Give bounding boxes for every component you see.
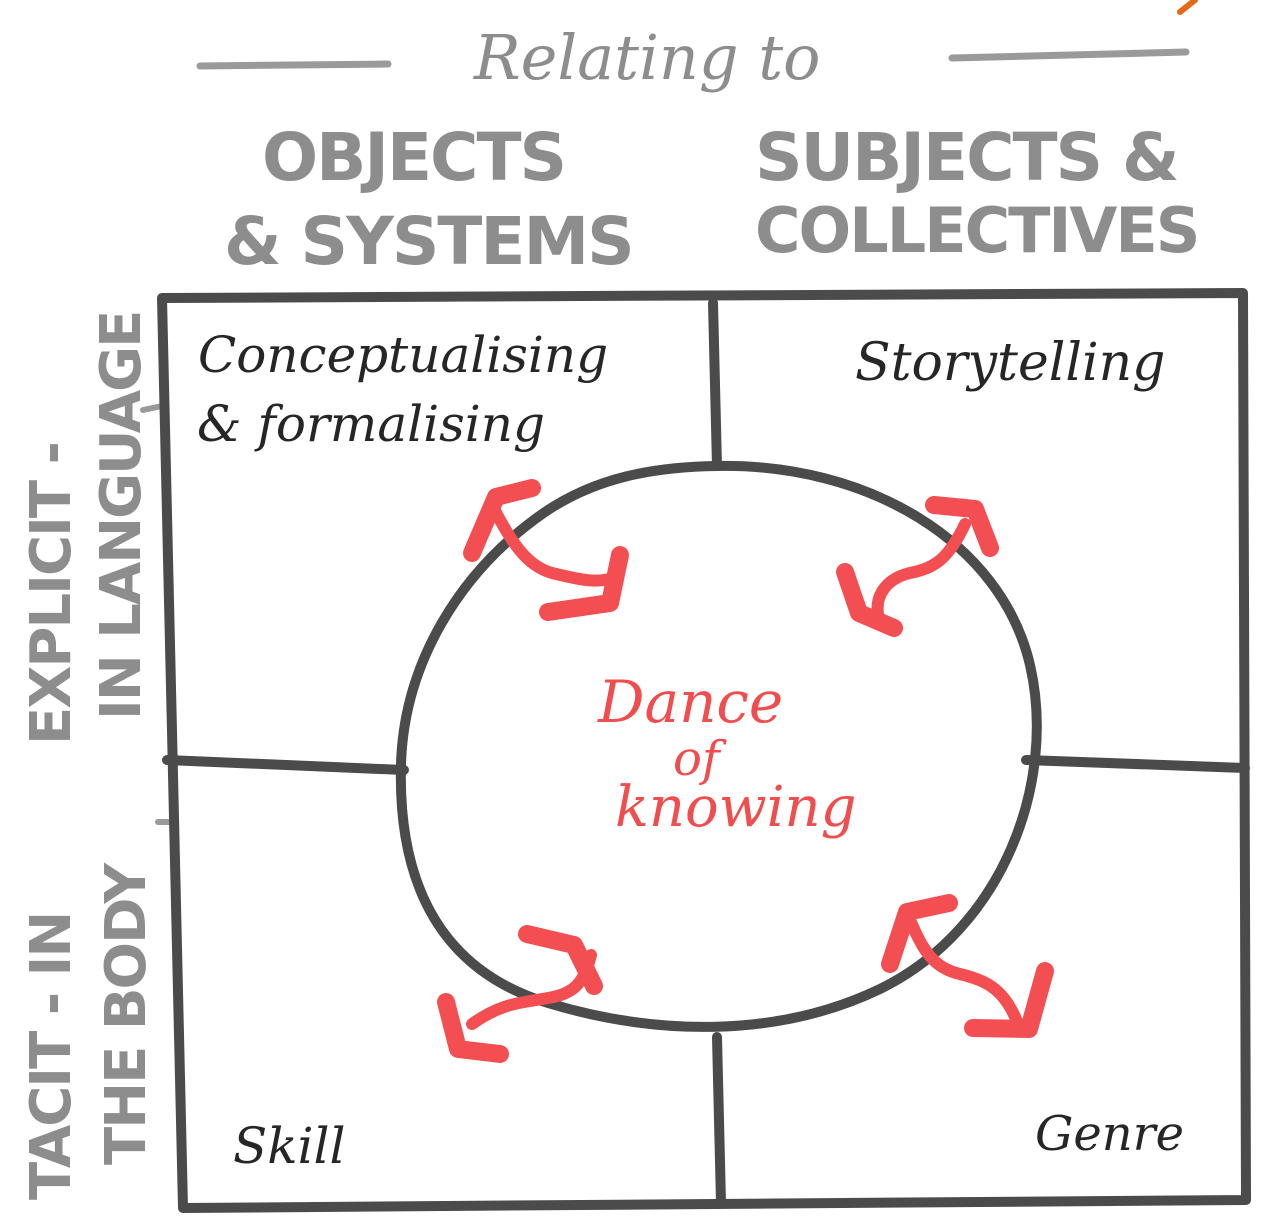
- grid-vertical-bottom: [712, 1032, 726, 1208]
- title-line-right: [948, 48, 1190, 62]
- row-heading-bottom-line1: TACIT - IN: [19, 913, 84, 1200]
- center-label-line2: of: [673, 731, 727, 787]
- column-headings: OBJECTS & SYSTEMS SUBJECTS & COLLECTIVES: [224, 119, 1200, 280]
- column-heading-left-line1: OBJECTS: [262, 119, 565, 196]
- quadrant-grid: [157, 288, 1251, 1213]
- center-circle-group: Dance of knowing: [395, 460, 1042, 1032]
- row-heading-bottom-line2: THE BODY: [94, 861, 159, 1165]
- double-arrow-icon: [437, 925, 603, 1063]
- column-heading-left-line2: & SYSTEMS: [224, 203, 633, 280]
- title-line-left: [196, 60, 392, 70]
- center-label-line3: knowing: [615, 775, 856, 840]
- row-heading-divider-top: [140, 403, 165, 413]
- grid-horizontal-right: [1021, 755, 1250, 773]
- grid-outer-frame: [157, 288, 1251, 1213]
- row-heading-top-line2: IN LANGUAGE: [89, 312, 154, 720]
- column-heading-right-line2: COLLECTIVES: [755, 194, 1198, 267]
- corner-mark: [1177, 0, 1198, 15]
- row-heading-top-line1: EXPLICIT -: [19, 443, 84, 745]
- center-circle: [395, 460, 1042, 1032]
- grid-vertical-top: [708, 298, 722, 471]
- row-headings: EXPLICIT - IN LANGUAGE TACIT - IN THE BO…: [19, 312, 178, 1200]
- header: Relating to: [196, 21, 1190, 94]
- quadrant-labels: Conceptualising & formalising Storytelli…: [197, 326, 1184, 1175]
- column-heading-right-line1: SUBJECTS &: [755, 119, 1178, 196]
- center-label-line1: Dance: [597, 668, 783, 736]
- quadrant-bottom-left-label: Skill: [233, 1117, 346, 1175]
- double-arrow-icon: [836, 496, 999, 637]
- quadrant-top-left-line2: & formalising: [197, 395, 545, 453]
- quadrant-bottom-right-label: Genre: [1035, 1106, 1184, 1162]
- quadrant-top-right-label: Storytelling: [855, 333, 1165, 393]
- quadrant-top-left-line1: Conceptualising: [198, 326, 608, 384]
- double-arrow-icon: [463, 479, 629, 621]
- title: Relating to: [473, 21, 820, 94]
- grid-horizontal-left: [162, 755, 409, 775]
- double-arrow-icon: [881, 894, 1054, 1038]
